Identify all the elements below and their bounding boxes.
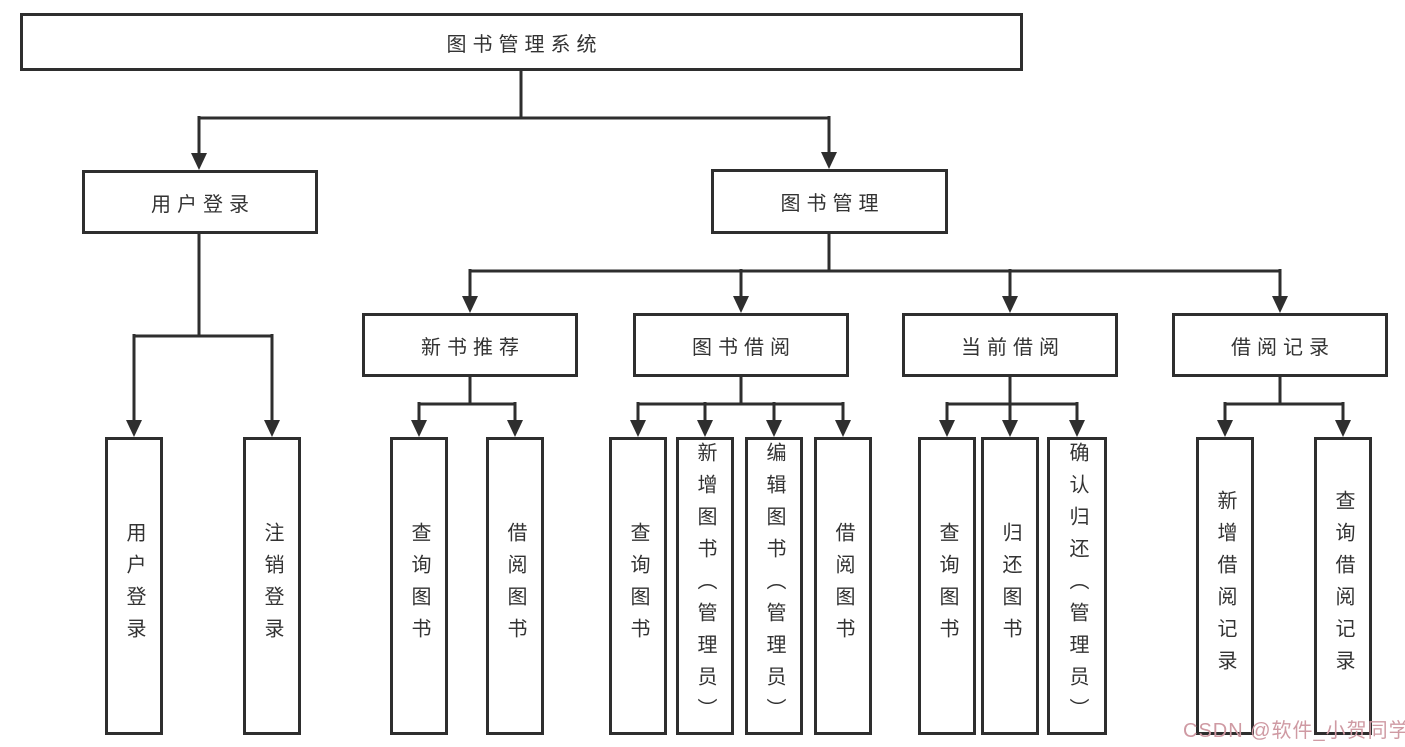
connector-borrow-to-leaves [630,375,851,437]
leaf-query-book-current: 查询图书 [918,437,976,735]
leaf-user-login: 用户登录 [105,437,163,735]
node-book-management: 图书管理 [711,169,948,234]
connector-book-management-to-level3 [462,234,1288,313]
node-book-borrow: 图书借阅 [633,313,849,377]
node-new-book-recommend: 新书推荐 [362,313,578,377]
node-label: 新书推荐 [421,336,525,359]
leaf-borrow-book: 借阅图书 [814,437,872,735]
connector-record-to-leaves [1217,377,1351,437]
leaf-return-book: 归还图书 [981,437,1039,735]
connector-root-to-level2 [191,70,837,170]
node-label: 查询图书 [936,522,958,650]
node-user-login: 用户登录 [82,170,318,234]
node-label: 注销登录 [261,522,283,650]
leaf-add-book-admin: 新增图书（管理员） [676,437,734,735]
node-label: 新增图书（管理员） [694,442,716,730]
node-borrow-record: 借阅记录 [1172,313,1388,377]
node-label: 编辑图书（管理员） [763,442,785,730]
node-label: 图书管理 [780,193,885,215]
node-label: 借阅图书 [832,522,854,650]
leaf-logout: 注销登录 [243,437,301,735]
node-label: 用户登录 [123,522,145,650]
node-label: 归还图书 [999,522,1021,650]
node-label: 新增借阅记录 [1214,490,1236,682]
node-label: 图书管理系统 [446,33,603,56]
csdn-watermark: CSDN @软件_小贺同学 [1183,720,1405,742]
node-label: 图书借阅 [692,336,796,359]
leaf-borrow-book-recommend: 借阅图书 [486,437,544,735]
node-label: 确认归还（管理员） [1066,442,1088,730]
leaf-query-book-recommend: 查询图书 [390,437,448,735]
leaf-add-borrow-record: 新增借阅记录 [1196,437,1254,735]
node-label: 用户登录 [151,193,255,216]
node-label: 查询借阅记录 [1332,490,1354,682]
connector-user-login-to-leaves [126,234,280,437]
leaf-confirm-return-admin: 确认归还（管理员） [1047,437,1107,735]
node-label: 借阅图书 [504,522,526,650]
connector-current-to-leaves [939,375,1085,437]
node-label: 借阅记录 [1231,336,1335,359]
connector-recommend-to-leaves [411,377,523,437]
leaf-query-book-borrow: 查询图书 [609,437,667,735]
leaf-query-borrow-record: 查询借阅记录 [1314,437,1372,735]
leaf-edit-book-admin: 编辑图书（管理员） [745,437,803,735]
node-label: 查询图书 [408,522,430,650]
node-label: 查询图书 [627,522,649,650]
node-current-borrow: 当前借阅 [902,313,1118,377]
node-library-management-system: 图书管理系统 [20,13,1023,71]
node-label: 当前借阅 [961,336,1065,359]
